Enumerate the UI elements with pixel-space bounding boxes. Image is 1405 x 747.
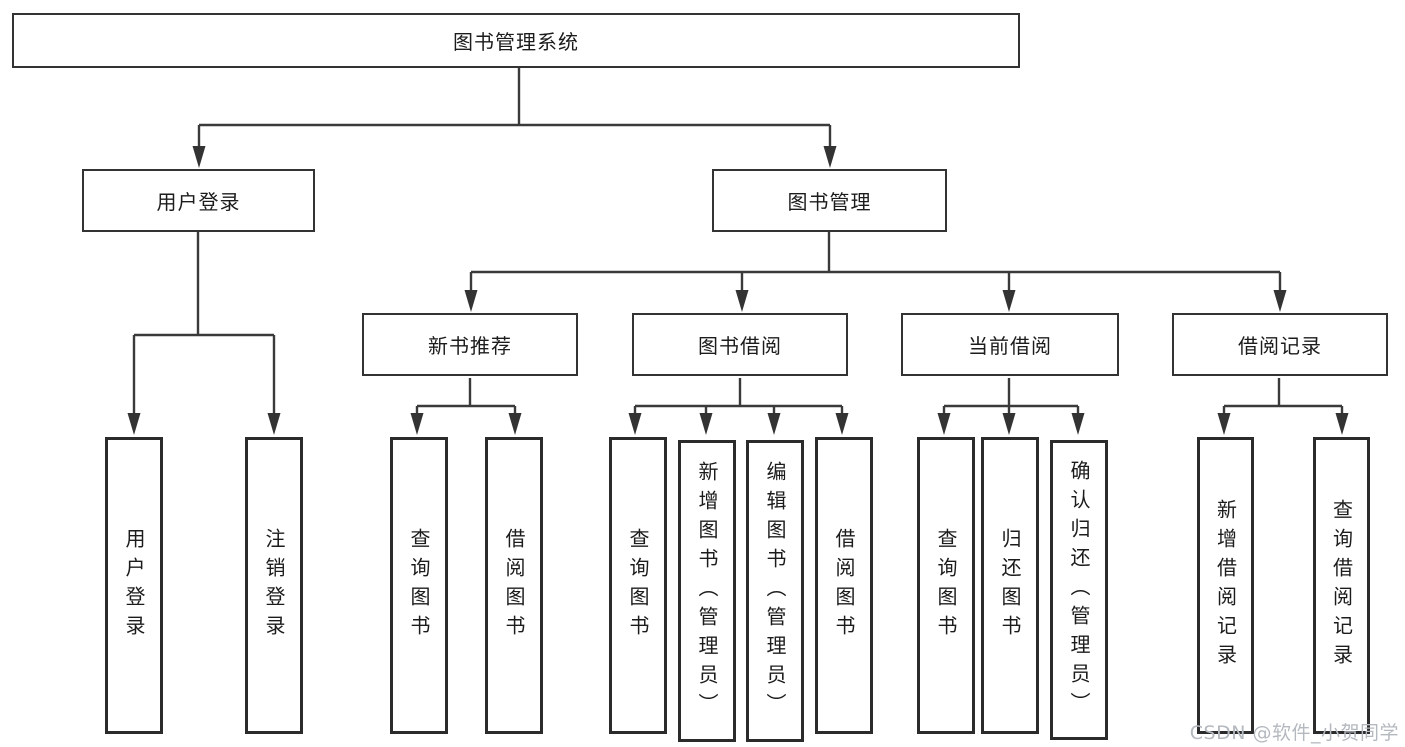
leaf-logout: 注销登录 [245,437,303,734]
connector-book-borrow-children [633,378,844,416]
leaf-query-books-borrow: 查询图书 [609,437,667,734]
node-borrow-records-label: 借阅记录 [1238,334,1322,358]
leaf-borrow-books: 借阅图书 [815,437,873,734]
leaf-user-login: 用户登录 [105,437,163,734]
node-current-borrow-label: 当前借阅 [968,334,1052,358]
watermark: CSDN @软件_小贺同学 [1189,722,1399,744]
leaf-confirm-return-admin: 确认归还（管理员） [1050,440,1108,740]
node-root: 图书管理系统 [12,13,1020,68]
node-new-book-recommend-label: 新书推荐 [428,334,512,358]
leaf-query-books-recommend-label: 查询图书 [407,527,431,644]
connector-book-mgmt-children [469,232,1282,292]
leaf-return-book-label: 归还图书 [998,527,1022,644]
leaf-query-borrow-record-label: 查询借阅记录 [1329,498,1354,673]
connector-borrow-record-children [1222,378,1344,416]
leaf-user-login-label: 用户登录 [122,527,146,644]
node-book-management-label: 图书管理 [787,190,872,214]
node-root-label: 图书管理系统 [453,30,579,54]
node-user-login-label: 用户登录 [156,190,241,214]
node-book-borrow-label: 图书借阅 [698,334,782,358]
leaf-query-books-recommend: 查询图书 [390,437,448,734]
connector-user-login-children [132,232,276,415]
leaf-add-book-admin-label: 新增图书（管理员） [695,460,719,722]
connector-paths [132,68,1344,416]
node-book-management: 图书管理 [712,169,947,232]
leaf-query-books-current-label: 查询图书 [934,527,958,644]
leaf-add-book-admin: 新增图书（管理员） [678,440,736,742]
leaf-query-books-current: 查询图书 [917,437,975,734]
connector-current-borrow-children [942,378,1080,416]
leaf-edit-book-admin: 编辑图书（管理员） [746,440,804,742]
leaf-confirm-return-admin-label: 确认归还（管理员） [1067,459,1091,721]
leaf-logout-label: 注销登录 [262,527,286,644]
leaf-borrow-books-recommend-label: 借阅图书 [502,527,526,644]
node-user-login: 用户登录 [82,169,315,232]
leaf-borrow-books-recommend: 借阅图书 [485,437,543,734]
leaf-borrow-books-label: 借阅图书 [832,527,856,644]
leaf-query-books-borrow-label: 查询图书 [626,527,650,644]
connector-new-book-children [415,378,517,416]
node-borrow-records: 借阅记录 [1172,313,1388,376]
arrowheads [127,146,1349,435]
node-current-borrow: 当前借阅 [901,313,1119,376]
leaf-return-book: 归还图书 [981,437,1039,734]
leaf-edit-book-admin-label: 编辑图书（管理员） [763,460,787,722]
connector-root-to-level2 [197,68,832,148]
leaf-add-borrow-record-label: 新增借阅记录 [1213,498,1238,673]
leaf-add-borrow-record: 新增借阅记录 [1197,437,1254,734]
node-new-book-recommend: 新书推荐 [362,313,578,376]
leaf-query-borrow-record: 查询借阅记录 [1313,437,1370,734]
node-book-borrow: 图书借阅 [632,313,848,376]
